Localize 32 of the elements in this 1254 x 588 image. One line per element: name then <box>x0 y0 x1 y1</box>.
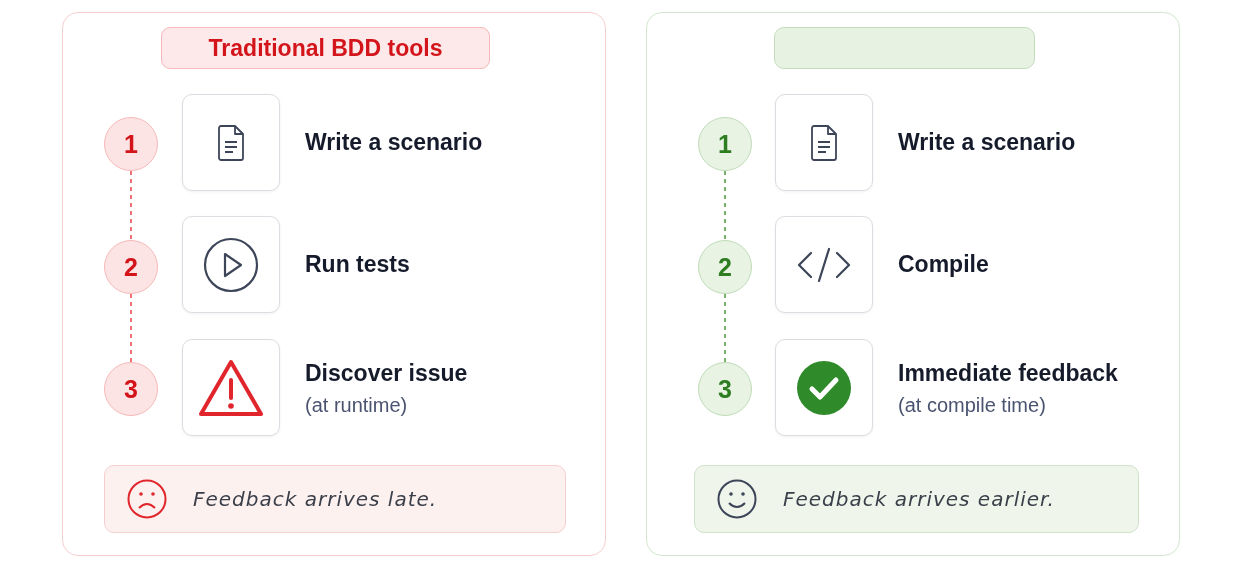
feedback-text: Feedback arrives earlier. <box>783 487 1055 511</box>
dashed-connector <box>130 170 132 241</box>
feedback-banner <box>104 465 566 533</box>
step-icon-card <box>775 94 873 191</box>
panel-card <box>646 12 1180 556</box>
step-title: Compile <box>898 250 989 278</box>
heading-pill <box>774 27 1035 69</box>
step-title: Run tests <box>305 250 410 278</box>
step-number-badge: 1 <box>104 117 158 171</box>
step-icon-card <box>182 339 280 436</box>
dashed-connector <box>724 170 726 241</box>
step-number-badge: 1 <box>698 117 752 171</box>
step-number-badge: 2 <box>104 240 158 294</box>
step-note: (at runtime) <box>305 393 408 417</box>
step-icon-card <box>775 339 873 436</box>
step-note: (at compile time) <box>898 393 1046 417</box>
step-icon-card <box>775 216 873 313</box>
step-title: Discover issue <box>305 359 468 387</box>
step-title: Write a scenario <box>305 128 483 156</box>
step-number-badge: 2 <box>698 240 752 294</box>
step-icon-card <box>182 216 280 313</box>
feedback-banner <box>694 465 1139 533</box>
panel-heading: Traditional BDD tools <box>161 27 490 69</box>
dashed-connector <box>724 293 726 363</box>
step-icon-card <box>182 94 280 191</box>
step-title: Write a scenario <box>898 128 1076 156</box>
step-number-badge: 3 <box>104 362 158 416</box>
step-number-badge: 3 <box>698 362 752 416</box>
step-title: Immediate feedback <box>898 359 1118 387</box>
feedback-text: Feedback arrives late. <box>193 487 438 511</box>
panel-card <box>62 12 606 556</box>
dashed-connector <box>130 293 132 363</box>
